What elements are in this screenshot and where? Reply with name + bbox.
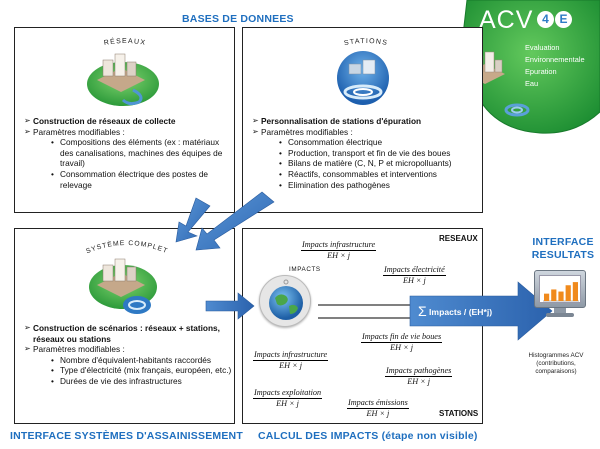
logo-line-evaluation: Evaluation: [525, 43, 560, 52]
fraction-stations-exploitation: Impacts exploitation EH × j: [253, 388, 323, 409]
results-caption-line-1: Histogrammes ACV: [528, 352, 584, 359]
impacts-small-label: IMPACTS: [289, 266, 321, 273]
fraction-stations-fin-de-vie-boues: Impacts fin de vie boues EH × j: [361, 332, 443, 353]
monitor-stand: [554, 308, 566, 313]
systeme-icon: [89, 258, 157, 314]
list-item: Consommation électrique: [279, 137, 480, 148]
fraction-num: Impacts exploitation: [253, 388, 323, 399]
stations-content: Personnalisation de stations d'épuration…: [252, 116, 480, 190]
results-caption-line-3: comparaisons): [535, 368, 577, 375]
list-item: Durées de vie des infrastructures: [51, 376, 232, 387]
reseaux-title: RÉSEAUX: [103, 36, 145, 47]
reseaux-box: RÉSEAUX Construction de réseaux de colle…: [14, 27, 235, 213]
histogram-chart: [543, 282, 579, 302]
logo-line-epuration: Epuration: [525, 67, 557, 76]
reseaux-arc-title: RÉSEAUX: [103, 36, 146, 47]
header-impact-calculation: CALCUL DES IMPACTS (étape non visible): [258, 430, 478, 442]
monitor-screen: [539, 275, 581, 303]
reseaux-params-label: Paramètres modifiables :: [24, 127, 230, 138]
header-interface-results-text: INTERFACE RESULTATS: [531, 236, 595, 261]
fraction-den: EH × j: [366, 409, 390, 418]
logo-line-eau: Eau: [525, 79, 539, 88]
earth-icon: [269, 279, 303, 320]
stations-arc-title: STATIONS: [343, 38, 388, 47]
header-interface-systems: INTERFACE SYSTÈMES D'ASSAINISSEMENT: [10, 430, 243, 442]
globe-icon: [259, 275, 311, 327]
fraction-den: EH × j: [407, 377, 431, 386]
chart-bar: [565, 285, 571, 301]
list-item: Elimination des pathogènes: [279, 180, 480, 191]
reseaux-content: Construction de réseaux de collecte Para…: [24, 116, 230, 190]
header-interface-results: INTERFACE RESULTATS: [528, 236, 598, 262]
chart-bar: [572, 282, 578, 301]
systeme-main-point: Construction de scénarios : réseaux + st…: [24, 323, 232, 344]
logo-subtitle: Evaluation Environnementale Epuration Ea…: [525, 42, 585, 90]
list-item: Production, transport et fin de vie des …: [279, 148, 480, 159]
results-caption-line-2: (contributions,: [536, 360, 576, 367]
fraction-reseaux-infrastructure: Impacts infrastructure EH × j: [301, 240, 377, 261]
logo-badge-4-text: 4: [542, 12, 549, 26]
impacts-reseaux-label: RESEAUX: [439, 234, 478, 243]
logo-badge-e: E: [555, 11, 572, 28]
fraction-num: Impacts pathogènes: [385, 366, 453, 377]
list-item: Consommation électrique des postes de re…: [51, 169, 230, 190]
fraction-den: EH × j: [390, 343, 413, 352]
header-databases: BASES DE DONNEES: [182, 13, 294, 25]
fraction-num: Impacts infrastructure: [301, 240, 377, 251]
fraction-num: Impacts infrastructure: [253, 350, 329, 361]
systeme-params-label: Paramètres modifiables :: [24, 344, 232, 355]
stations-title: STATIONS: [343, 38, 387, 47]
fraction-num: Impacts émissions: [347, 398, 409, 409]
fraction-den: EH × j: [276, 399, 299, 408]
fraction-num: Impacts électricité: [383, 265, 446, 276]
results-monitor: [534, 270, 586, 318]
fraction-den: EH × j: [279, 361, 302, 370]
sum-arrow-label: Σ Impacts / (EH*j): [418, 303, 492, 319]
chart-bar: [551, 289, 557, 301]
stations-icon: [337, 51, 389, 105]
systeme-content: Construction de scénarios : réseaux + st…: [24, 323, 232, 387]
monitor-base: [546, 313, 574, 317]
systeme-complet-box: SYSTÈME COMPLET Construction de scénario…: [14, 228, 235, 424]
chart-bar: [544, 293, 550, 301]
logo-badge-e-text: E: [559, 12, 568, 26]
fraction-num: Impacts fin de vie boues: [361, 332, 443, 343]
impacts-box: RESEAUX STATIONS IMPACTS Impacts infrast…: [242, 228, 483, 424]
fraction-stations-emissions: Impacts émissions EH × j: [347, 398, 409, 419]
results-caption: Histogrammes ACV (contributions, compara…: [512, 352, 600, 376]
sum-text: Impacts / (EH*j): [429, 307, 493, 317]
logo-acv-text: ACV: [479, 6, 534, 34]
fraction-reseaux-electricite: Impacts électricité EH × j: [383, 265, 446, 286]
chart-bar: [558, 291, 564, 301]
reseaux-param-list: Compositions des éléments (ex : matériau…: [51, 137, 230, 190]
stations-main-point: Personnalisation de stations d'épuration: [252, 116, 480, 127]
fraction-den: EH × j: [402, 276, 426, 285]
svg-text:RÉSEAUX: RÉSEAUX: [103, 36, 146, 47]
systeme-param-list: Nombre d'équivalent-habitants raccordés …: [51, 355, 232, 387]
impacts-stations-label: STATIONS: [439, 409, 479, 418]
fraction-stations-pathogenes: Impacts pathogènes EH × j: [385, 366, 453, 387]
stations-param-list: Consommation électrique Production, tran…: [279, 137, 480, 191]
stations-box: STATIONS Personnalisation de stations d'…: [242, 27, 483, 213]
reseaux-icon: [87, 53, 159, 106]
stations-params-label: Paramètres modifiables :: [252, 127, 480, 138]
acv4e-logo: ACV 4 E Evaluation Environnementale Epur…: [455, 0, 600, 135]
reseaux-main-point: Construction de réseaux de collecte: [24, 116, 230, 127]
systeme-arc-title: SYSTÈME COMPLET: [85, 239, 168, 255]
sum-symbol: Σ: [418, 303, 427, 319]
svg-text:STATIONS: STATIONS: [343, 38, 388, 47]
monitor-frame: [534, 270, 586, 308]
list-item: Nombre d'équivalent-habitants raccordés: [51, 355, 232, 366]
list-item: Réactifs, consommables et interventions: [279, 169, 480, 180]
logo-badge-4: 4: [537, 11, 554, 28]
list-item: Compositions des éléments (ex : matériau…: [51, 137, 230, 169]
list-item: Type d'électricité (mix français, europé…: [51, 365, 232, 376]
logo-line-environnementale: Environnementale: [525, 55, 585, 64]
fraction-den: EH × j: [327, 251, 350, 260]
fraction-stations-infrastructure: Impacts infrastructure EH × j: [253, 350, 329, 371]
list-item: Bilans de matière (C, N, P et micropollu…: [279, 158, 480, 169]
